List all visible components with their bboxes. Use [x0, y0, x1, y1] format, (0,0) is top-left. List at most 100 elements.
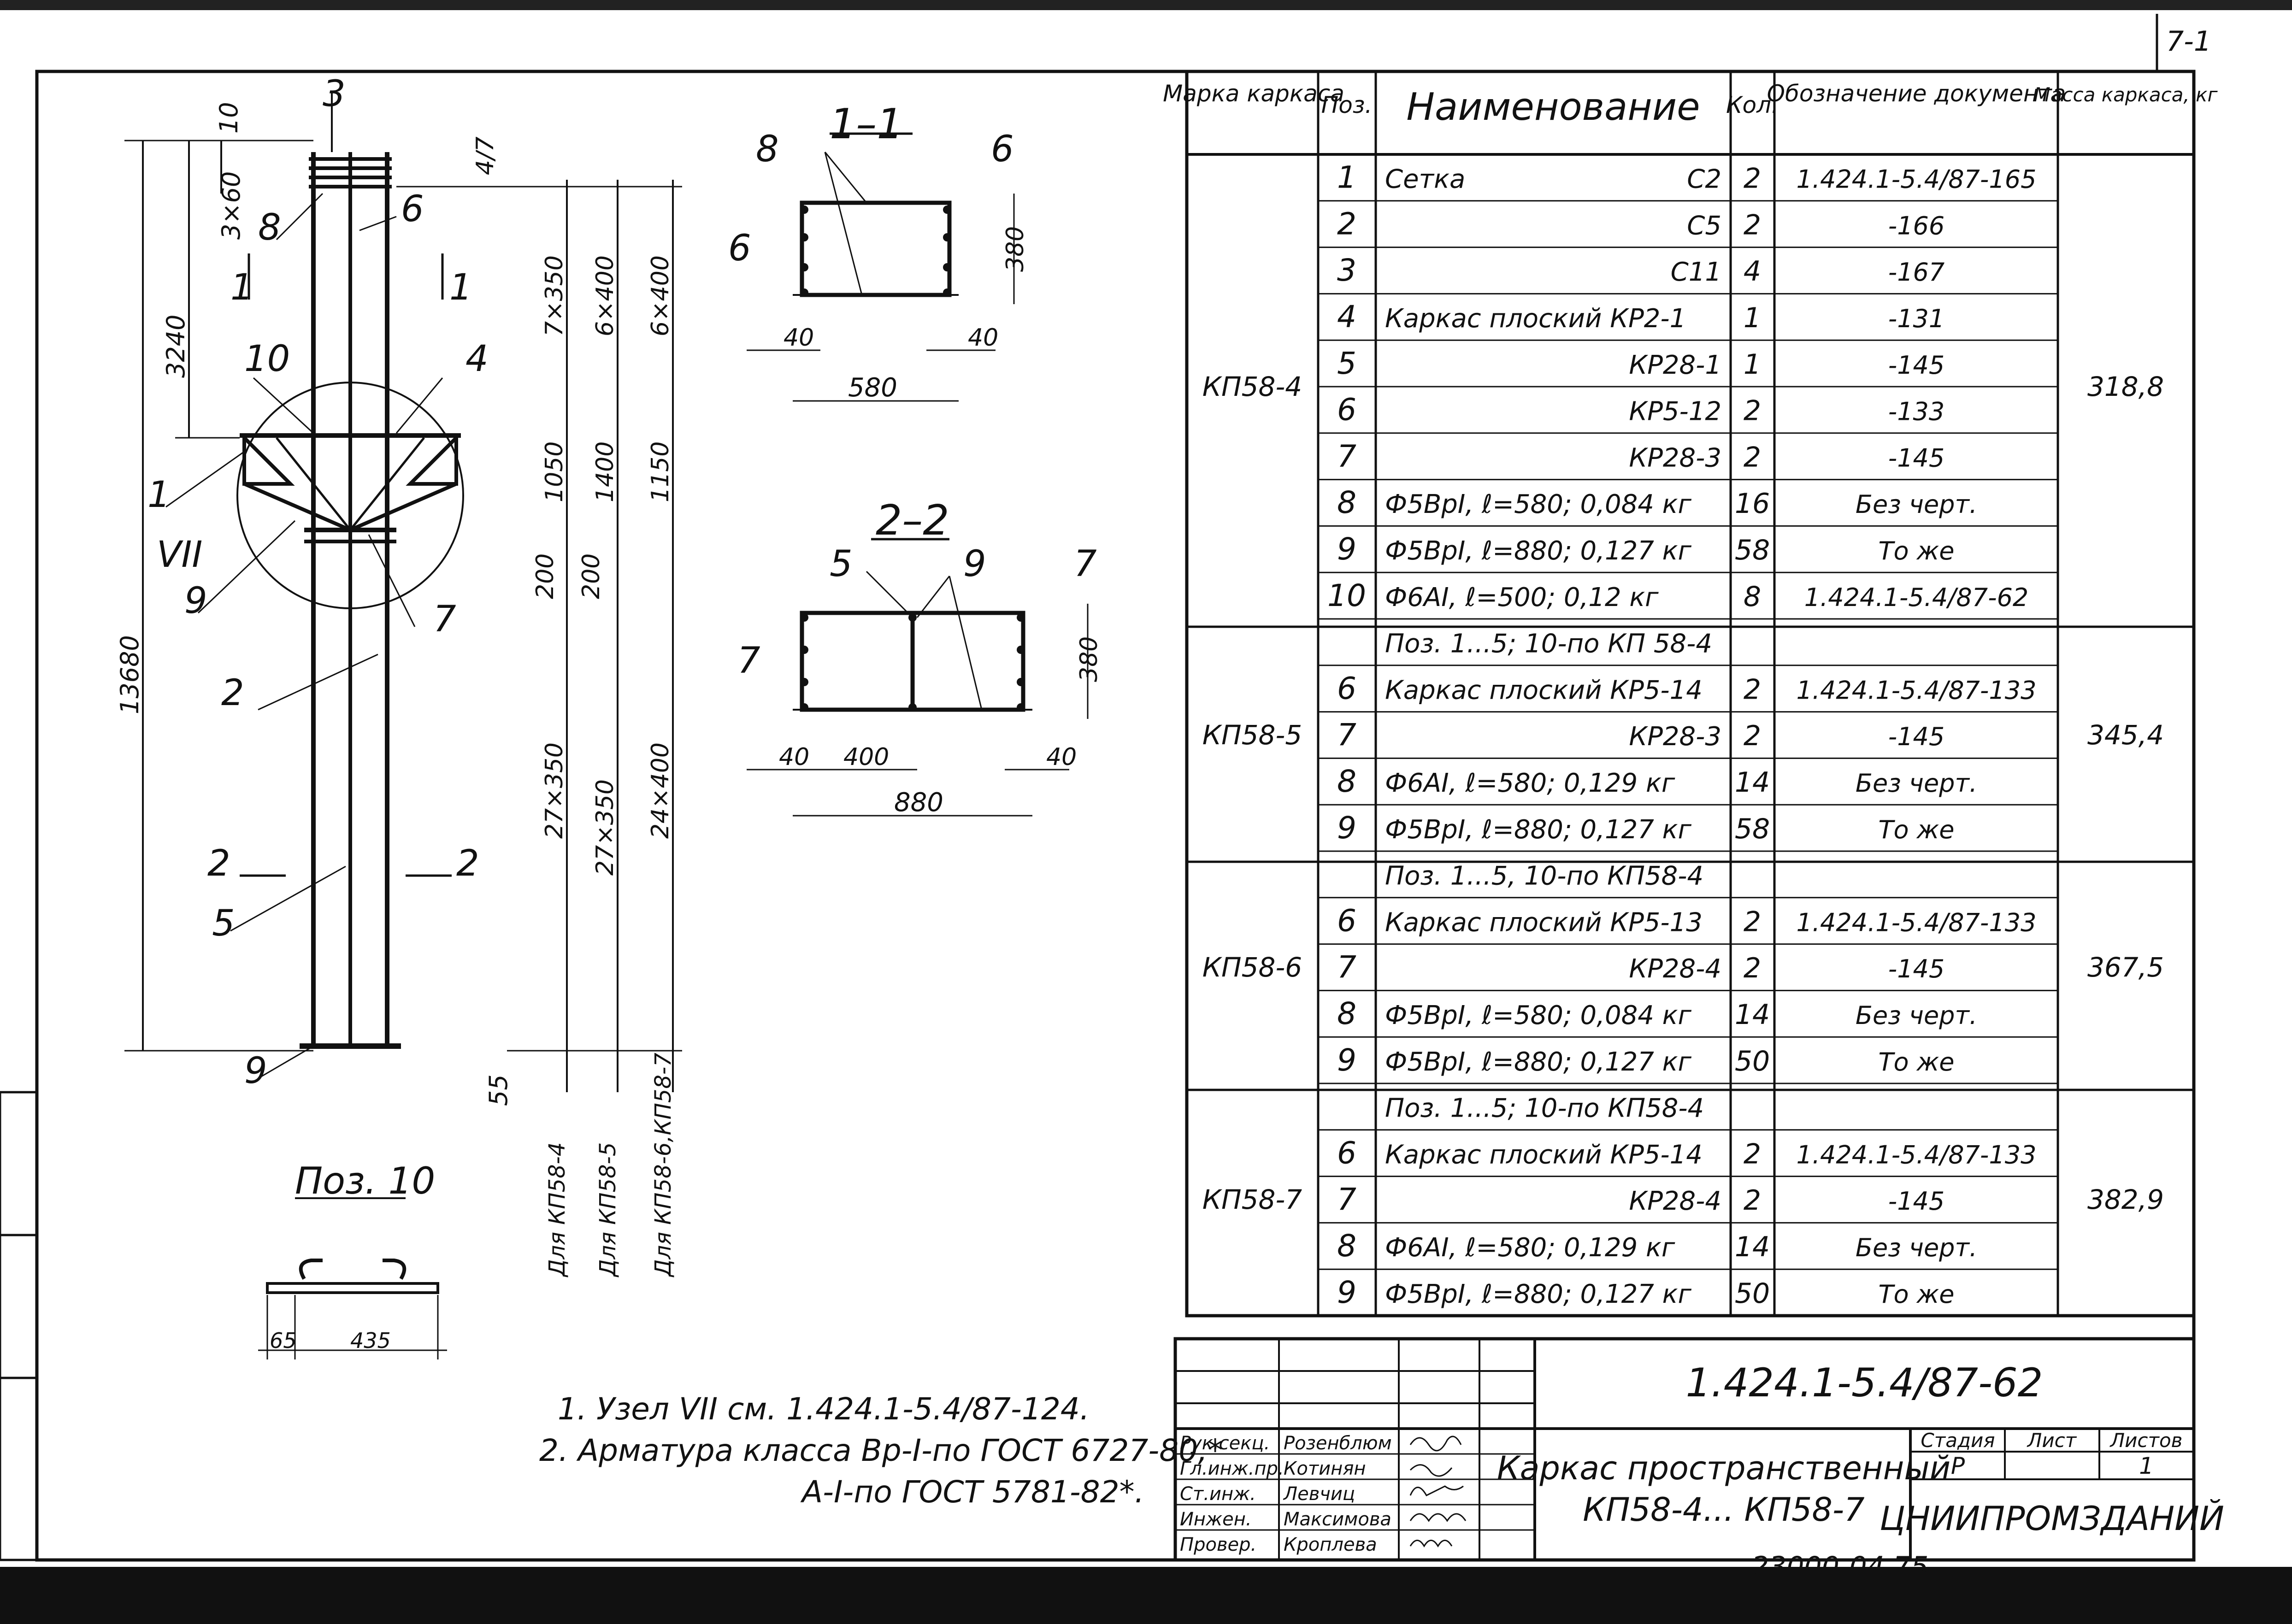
spec-cell-name_right: КР28-4	[1629, 954, 1721, 984]
title-block-stage-value: Р	[1951, 1453, 1965, 1479]
section-2-2-label: 7	[1074, 543, 1097, 585]
spec-cell-qty: 2	[1744, 906, 1761, 938]
spec-cell-qty: 14	[1735, 999, 1770, 1031]
spec-cell-name_right: КР28-3	[1629, 722, 1721, 752]
role-name: Розенблюм	[1284, 1433, 1392, 1454]
poz10-detail	[258, 1197, 447, 1359]
svg-text:3×60: 3×60	[217, 171, 246, 240]
svg-text:24×400: 24×400	[647, 742, 674, 839]
role-name: Котинян	[1284, 1458, 1366, 1479]
svg-text:2: 2	[456, 843, 479, 884]
spec-cell-pos: 10	[1327, 578, 1366, 613]
spec-cell-mass: 318,8	[2087, 371, 2164, 402]
elevation-dims-right: 4/7 7×350 1050 200 27×350 6×400 1400 200…	[471, 136, 674, 876]
section-2-2-dim: 400	[843, 743, 889, 771]
svg-text:2: 2	[207, 843, 230, 884]
spec-cell-doc: -145	[1888, 351, 1945, 380]
spec-cell-name: Ф6АI, ℓ=580; 0,129 кг	[1385, 768, 1675, 798]
svg-text:3240: 3240	[161, 315, 190, 378]
spec-cell-pos: 6	[1337, 903, 1356, 938]
spec-cell-doc: Без черт.	[1856, 769, 1977, 798]
spec-cell-doc: 1.424.1-5.4/87-133	[1797, 676, 2037, 705]
spec-cell-doc: -131	[1888, 304, 1945, 333]
spec-cell-qty: 2	[1744, 720, 1761, 752]
spec-cell-pos: 1	[1337, 160, 1356, 195]
role-title: Рук.секц.	[1180, 1433, 1270, 1454]
spec-cell-mark: КП58-4	[1202, 371, 1302, 402]
spec-cell-pos: 9	[1337, 531, 1356, 567]
spec-cell-doc: То же	[1878, 815, 1954, 844]
spec-cell-pos: 9	[1337, 810, 1356, 846]
spec-cell-doc: То же	[1878, 1280, 1954, 1309]
spec-cell-qty: 2	[1744, 395, 1761, 427]
section-1-1-title: 1–1	[830, 100, 903, 148]
scan-top-edge	[0, 0, 2292, 10]
spec-cell-doc: -133	[1888, 397, 1945, 426]
svg-text:200: 200	[577, 553, 605, 599]
spec-cell-doc: -166	[1888, 211, 1945, 240]
svg-text:2: 2	[221, 672, 244, 714]
section-2-2-label: 7	[737, 640, 760, 682]
spec-cell-pos: 6	[1337, 1135, 1356, 1171]
spec-cell-name: Каркас плоский КР5-13	[1385, 907, 1703, 937]
spec-cell-doc: 1.424.1-5.4/87-165	[1797, 165, 2037, 194]
svg-text:6×400: 6×400	[591, 255, 619, 336]
svg-text:6: 6	[401, 188, 424, 230]
elevation-view	[124, 92, 682, 1092]
svg-text:9: 9	[244, 1050, 267, 1092]
signatures	[1409, 1436, 1467, 1548]
spec-cell-name: Каркас плоский КР5-14	[1385, 1140, 1703, 1170]
title-block-sheets-label: Листов	[2109, 1429, 2183, 1452]
spec-cell-pos: 6	[1337, 392, 1356, 428]
spec-cell-name: Поз. 1...5, 10-по КП58-4	[1385, 861, 1703, 891]
spec-cell-doc: -145	[1888, 1187, 1945, 1216]
spec-cell-mass: 367,5	[2087, 952, 2164, 983]
spec-cell-mark: КП58-6	[1202, 952, 1302, 983]
note-1: 1. Узел VII см. 1.424.1-5.4/87-124.	[558, 1391, 1090, 1427]
title-block-grid	[1173, 1337, 2196, 1562]
spec-header: Марка каркаса Поз. Наименование Кол. Обо…	[1163, 80, 2218, 129]
role-title: Ст.инж.	[1180, 1483, 1256, 1505]
section-2-2-label: 5	[830, 543, 853, 585]
svg-text:Для КП58-6,КП58-7: Для КП58-6,КП58-7	[650, 1053, 676, 1277]
spec-cell-pos: 8	[1337, 996, 1356, 1031]
spec-cell-doc: -167	[1888, 258, 1945, 287]
section-2-2-label: 9	[963, 543, 986, 585]
spec-cell-name: Ф5ВрI, ℓ=880; 0,127 кг	[1385, 536, 1691, 566]
scan-bottom-edge	[0, 1567, 2292, 1624]
notes: 1. Узел VII см. 1.424.1-5.4/87-124. 2. А…	[539, 1391, 1223, 1510]
spec-row-lines	[1318, 200, 2058, 1270]
spec-cell-pos: 8	[1337, 1228, 1356, 1264]
svg-text:Для КП58-4: Для КП58-4	[544, 1142, 570, 1277]
spec-table-grid	[1185, 70, 2196, 1318]
elevation-labels: 3 8 6 1 1 10 4 1 VII 9 2 7 2 2 5 9	[147, 73, 489, 1092]
title-block-roles: Рук.секц.РозенблюмГл.инж.пр.КотинянСт.ин…	[1180, 1433, 1392, 1555]
svg-text:3: 3	[323, 73, 346, 115]
svg-text:VII: VII	[157, 534, 202, 576]
header-mark: Марка каркаса	[1163, 80, 1344, 107]
spec-cell-name: Каркас плоский КР5-14	[1385, 675, 1703, 705]
spec-cell-doc: -145	[1888, 443, 1945, 472]
spec-cell-qty: 2	[1744, 1184, 1761, 1217]
role-name: Левчиц	[1283, 1483, 1355, 1505]
svg-text:27×350: 27×350	[591, 779, 619, 876]
section-1-1-dim: 380	[1002, 226, 1029, 272]
corner-mark: 7-1	[2166, 25, 2211, 58]
spec-cell-mass: 382,9	[2087, 1184, 2164, 1215]
spec-cell-mark: КП58-5	[1202, 719, 1302, 751]
spec-cell-name: Ф5ВрI, ℓ=880; 0,127 кг	[1385, 1279, 1691, 1309]
note-2: 2. Арматура класса Вр-I-по ГОСТ 6727-80,…	[539, 1433, 1223, 1468]
spec-cell-pos: 7	[1337, 949, 1356, 985]
header-qty: Кол.	[1726, 92, 1779, 118]
spec-cell-name: Ф5ВрI, ℓ=580; 0,084 кг	[1385, 1000, 1691, 1030]
svg-text:4: 4	[465, 338, 489, 380]
spec-cell-name: Ф6АI, ℓ=580; 0,129 кг	[1385, 1233, 1675, 1263]
left-margin-tabs	[0, 1091, 38, 1561]
spec-cell-qty: 2	[1744, 952, 1761, 984]
section-2-2	[747, 538, 1089, 817]
spec-cell-name: Поз. 1...5; 10-по КП58-4	[1385, 1094, 1704, 1124]
header-pos: Поз.	[1321, 92, 1373, 118]
section-1-1-dim: 40	[784, 324, 814, 352]
spec-cell-qty: 2	[1744, 163, 1761, 195]
